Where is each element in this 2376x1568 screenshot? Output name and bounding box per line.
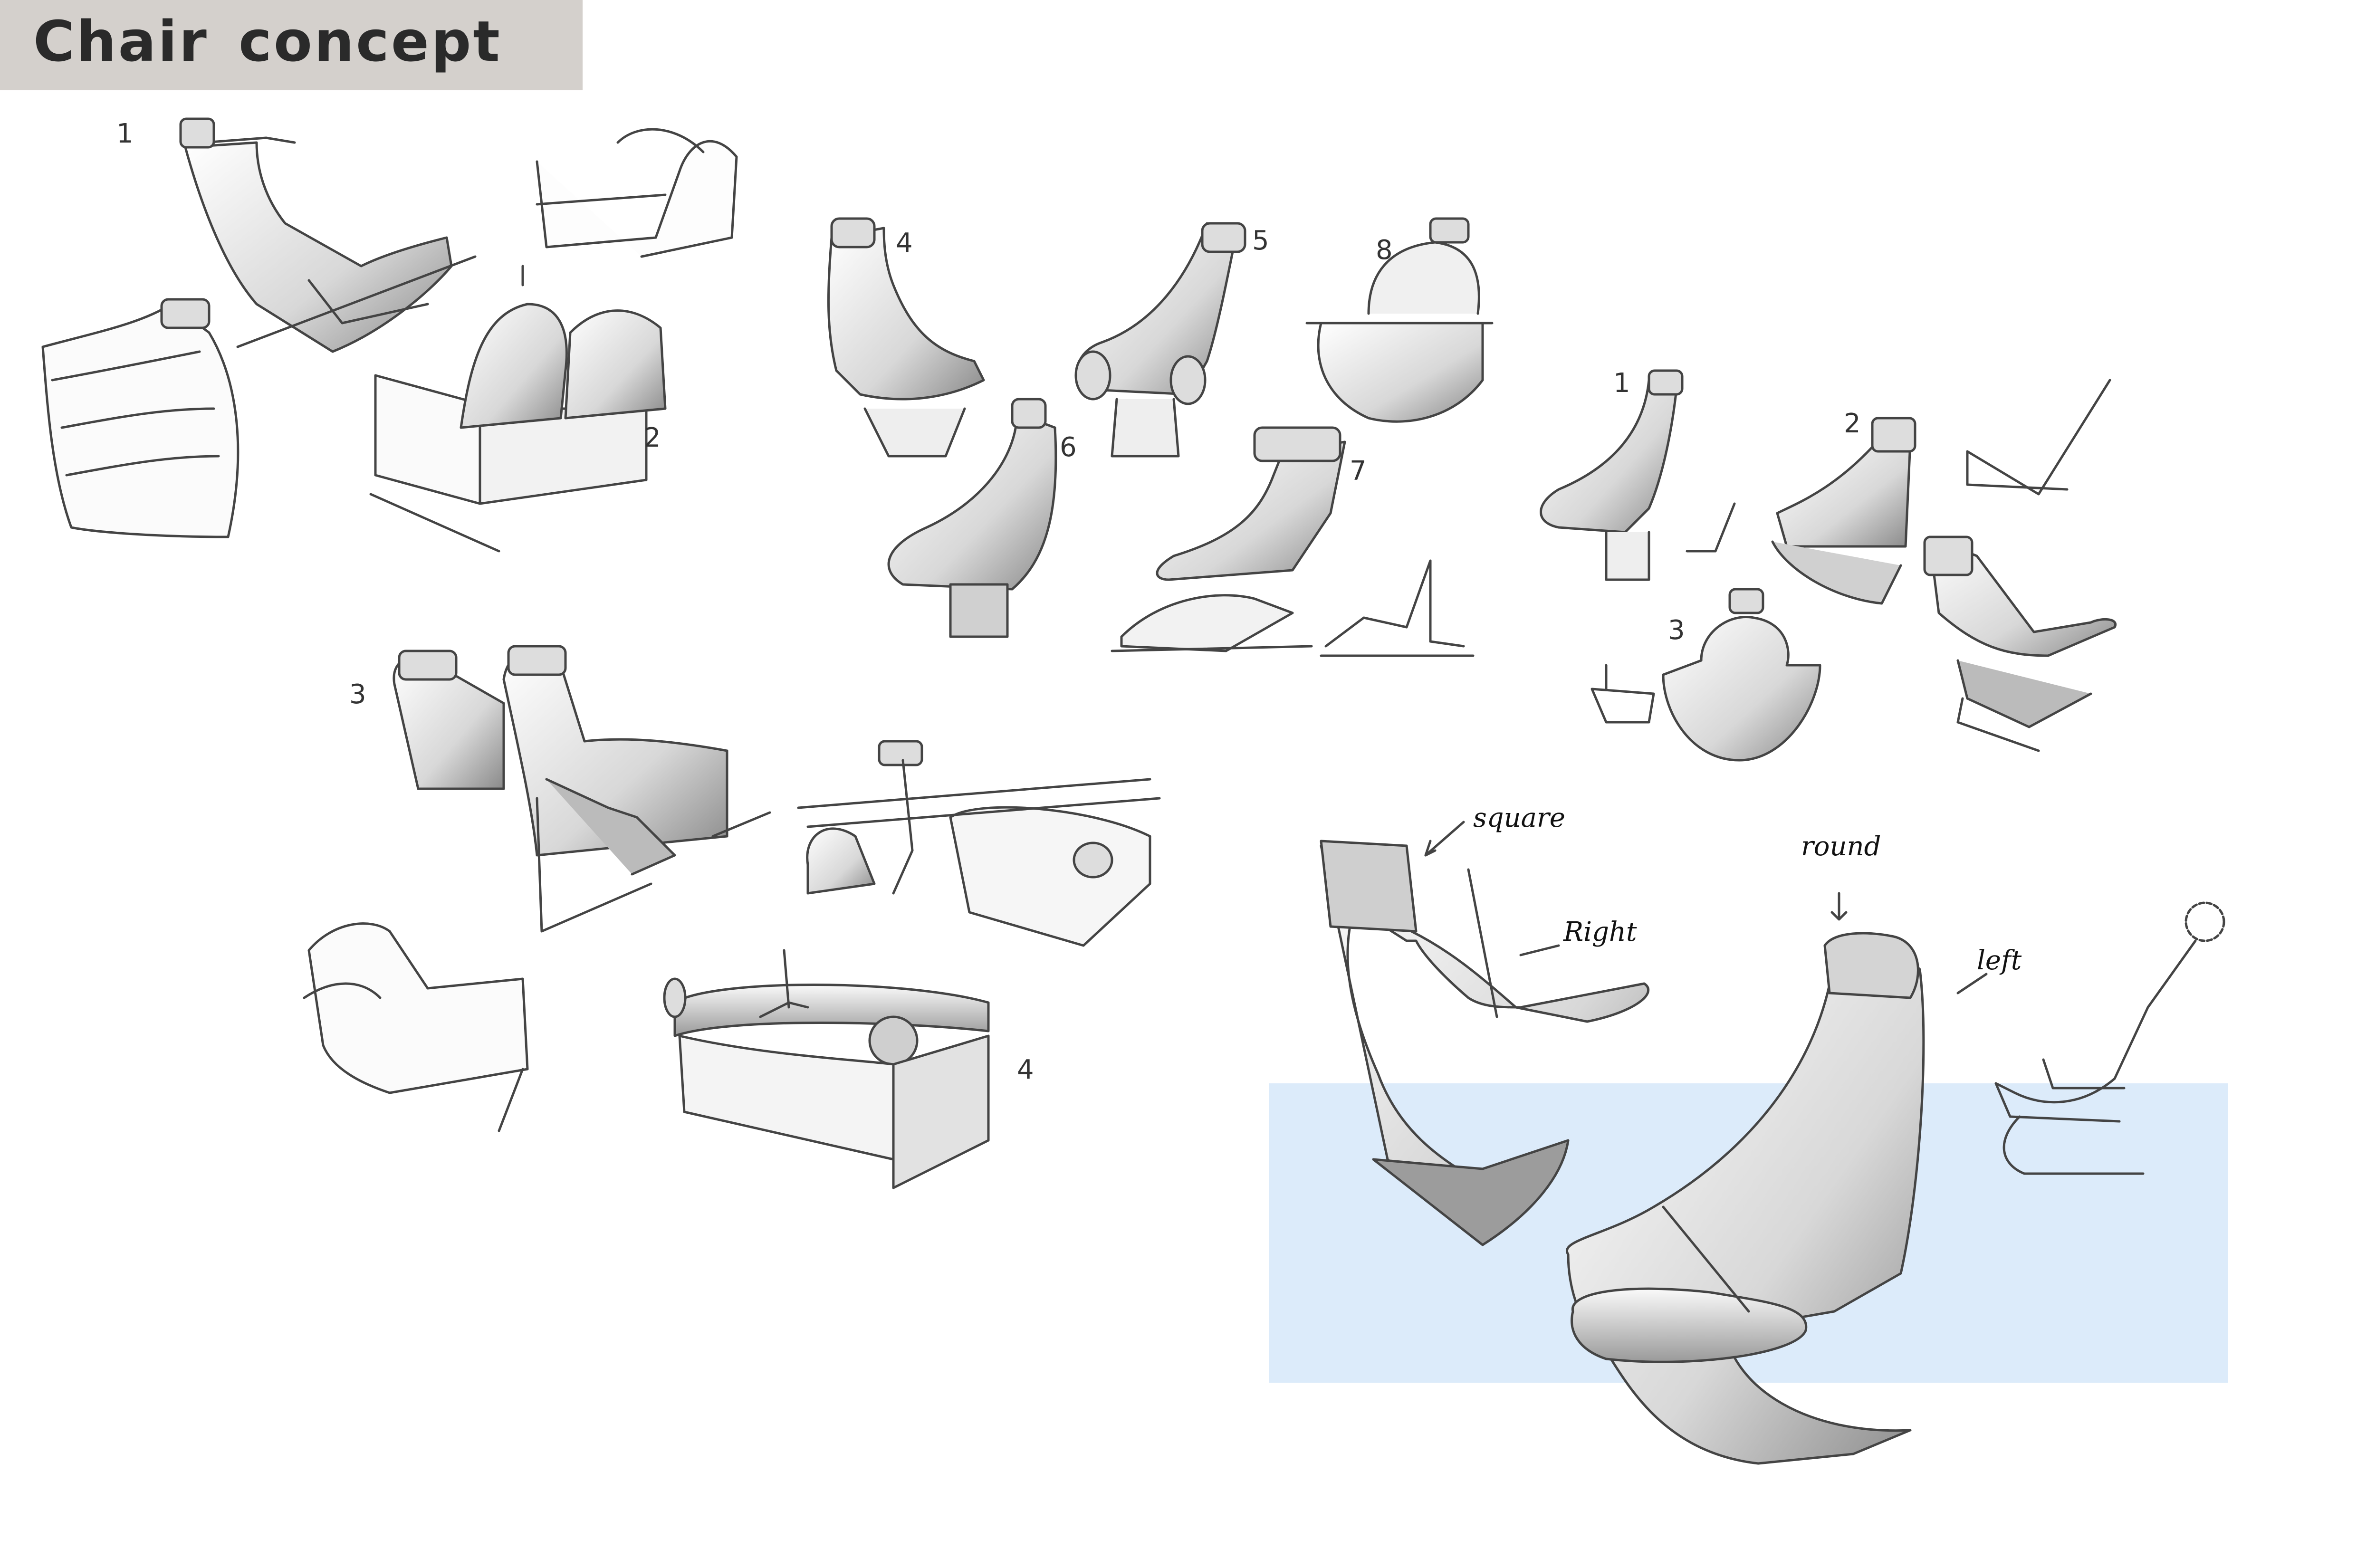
concept-final — [1320, 821, 2225, 1465]
label-g1-1: 1 — [116, 118, 134, 149]
label-g1-3: 3 — [349, 679, 366, 710]
label-g2-5: 5 — [1252, 225, 1269, 256]
annotation-right: Right — [1563, 917, 1637, 947]
sketch-group-2 — [827, 217, 1494, 657]
title-banner: Chair concept — [0, 0, 583, 90]
sketch-group-1-lower — [303, 645, 1161, 1189]
concept-annotations: square Right round left — [1473, 803, 2022, 976]
label-g1-4: 4 — [1017, 1054, 1034, 1085]
sketch-numbers: 1 2 3 4 4 5 6 7 8 1 2 3 — [116, 118, 1861, 1085]
label-g3-1: 1 — [1613, 368, 1630, 399]
label-g2-7: 7 — [1350, 456, 1367, 487]
label-g1-2: 2 — [644, 422, 661, 453]
label-g3-3: 3 — [1668, 615, 1685, 646]
annotation-round: round — [1801, 831, 1881, 862]
label-g2-8: 8 — [1376, 235, 1393, 266]
page-title: Chair concept — [33, 9, 502, 74]
annotation-left: left — [1977, 945, 2022, 976]
label-g3-2: 2 — [1844, 408, 1861, 439]
annotation-square: square — [1473, 803, 1565, 833]
sketch-group-1 — [41, 117, 738, 553]
label-g2-4: 4 — [896, 228, 913, 258]
label-g2-6: 6 — [1060, 432, 1077, 463]
sketch-group-3 — [1540, 369, 2117, 762]
